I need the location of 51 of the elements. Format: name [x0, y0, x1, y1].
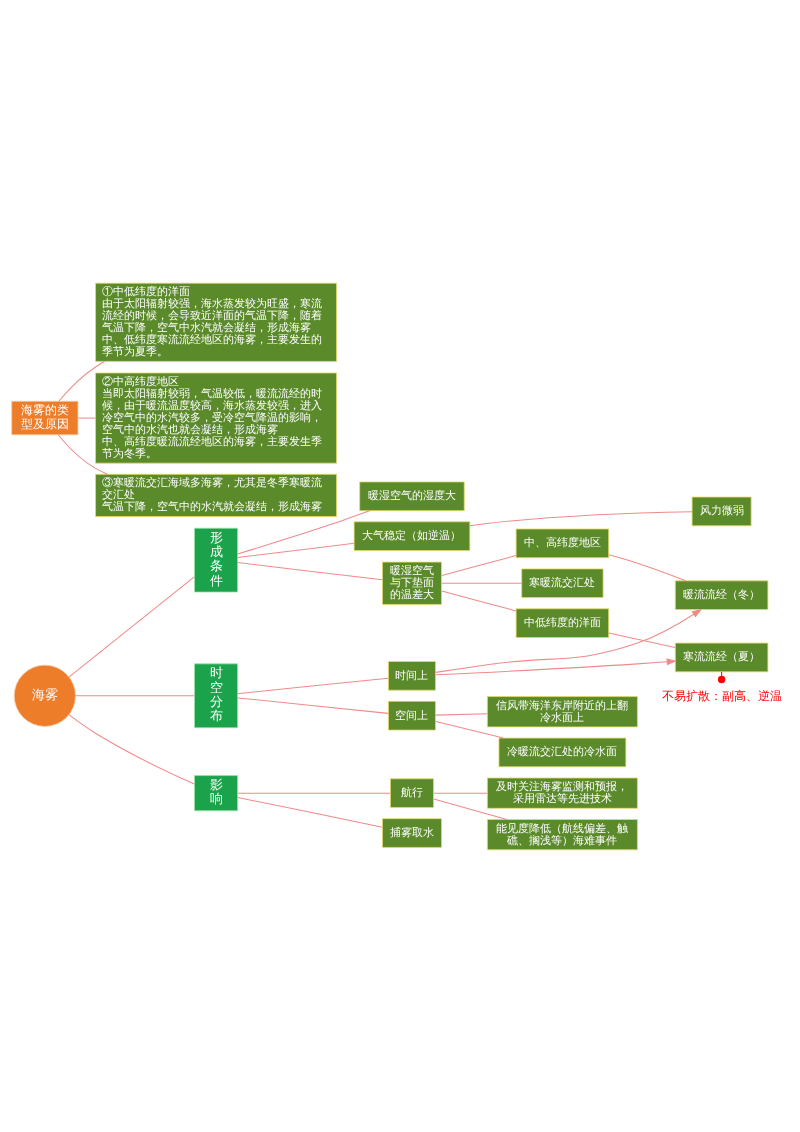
connector: [469, 510, 693, 526]
connector: [68, 575, 195, 677]
node-box: 时间上: [388, 660, 436, 691]
node-box: 大气稳定（如逆温）: [353, 520, 471, 551]
node-box: 寒流流经（夏）: [674, 642, 769, 672]
node-box: 信风带海洋东岸附近的上翻冷水面上: [487, 695, 638, 727]
node-box: 及时关注海雾监测和预报，采用雷达等先进技术: [487, 777, 638, 809]
connector: [75, 694, 195, 696]
connector: [237, 542, 355, 558]
connector: [441, 590, 517, 611]
node-box: 暖流流经（冬）: [674, 579, 769, 610]
node-box: 寒暖流交汇处: [521, 568, 604, 598]
node-box: 影响: [194, 774, 238, 811]
node-box: 形成条件: [194, 527, 238, 592]
connector: [237, 677, 389, 694]
node-box: 中低纬度的洋面: [515, 607, 610, 638]
node-box: 冷暖流交汇处的冷水面: [498, 737, 627, 767]
connector: [68, 713, 195, 785]
node-box: 空间上: [388, 700, 436, 730]
node-box: ③寒暖流交汇海域多海雾，尤其是冬季寒暖流交汇处 气温下降，空气中的水汽就会凝结，形成海雾: [95, 473, 337, 517]
node-text: 不易扩散：副高、逆温: [661, 688, 782, 703]
connector: [237, 561, 383, 580]
connector: [433, 798, 508, 820]
node-box: 风力微弱: [691, 496, 752, 526]
connector: [57, 434, 108, 475]
connector: [717, 671, 726, 683]
connector: [435, 712, 488, 716]
node-box: 暖湿空气与下垫面的温差大: [382, 561, 442, 605]
connector: [237, 509, 371, 554]
node-box: ②中高纬度地区 当即太阳辐射较弱，气温较低，暖流流经的时候，由于暖流温度较高，海水蒸发较强，进入冷空气中的水汽较多，受冷空气降温的影响，空气中的水汽也就会凝结，形成海雾 中、高纬度暖流流经地区的海雾，主要发生季节为冬季。: [95, 372, 337, 464]
connector: [237, 792, 391, 794]
node-box: 航行: [390, 777, 434, 808]
connector: [58, 360, 105, 402]
node-circle: 海雾: [13, 664, 76, 727]
node-box: 捕雾取水: [382, 817, 442, 848]
arrow: [435, 657, 677, 675]
connector: [237, 796, 383, 828]
connector: [237, 696, 389, 714]
node-box: 中、高纬度地区: [515, 528, 610, 558]
node-box: 时空分布: [194, 662, 238, 728]
node-box: 海雾的类型及原因: [11, 400, 79, 435]
connector: [433, 792, 488, 794]
node-box: 暖湿空气的湿度大: [359, 481, 465, 511]
connector: [608, 553, 687, 581]
connector: [77, 417, 97, 419]
connector: [441, 582, 523, 584]
connector: [441, 554, 517, 576]
connector: [435, 720, 504, 739]
node-box: 能见度降低（航线偏差、触礁、搁浅等）海难事件: [487, 818, 638, 850]
connector: [608, 632, 676, 648]
node-box: ①中低纬度的洋面 由于太阳辐射较强，海水蒸发较为旺盛，寒流流经的时候，会导致近洋面的气温下降，随着气温下降，空气中水汽就会凝结，形成海雾 中、低纬度寒流流经地区的海雾，主要发生的季节为夏季。: [95, 282, 337, 362]
